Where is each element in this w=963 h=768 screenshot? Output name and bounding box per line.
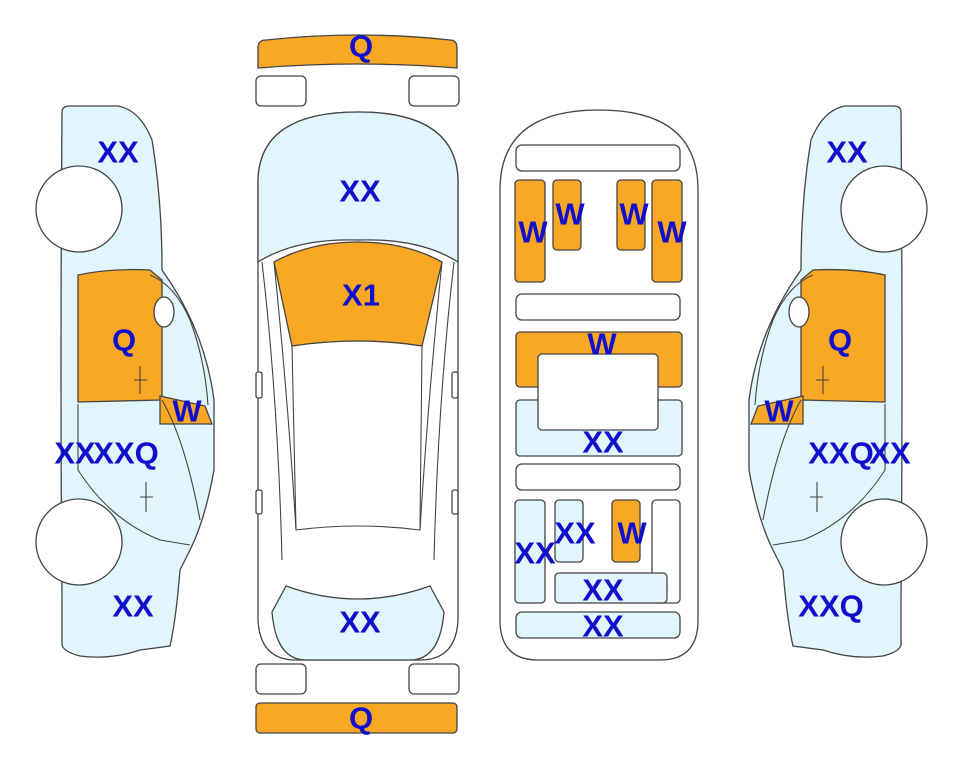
rear-bumper-panel xyxy=(255,702,458,734)
left-window-line xyxy=(149,274,209,406)
left-door-handle-rear xyxy=(140,482,153,512)
left-mirror-glass xyxy=(153,296,175,328)
floor-rear-bar xyxy=(515,463,681,491)
left-handle-top xyxy=(255,489,263,515)
right-handle-top xyxy=(451,489,459,515)
right-side-view xyxy=(748,105,928,658)
left-door-handle-front xyxy=(134,366,147,394)
floor-mid-bar xyxy=(515,293,681,321)
right-door-handle-rear xyxy=(810,482,823,512)
right-door-handle-front xyxy=(816,366,829,394)
underbody-view xyxy=(499,109,699,661)
right-pillar-line xyxy=(762,399,802,521)
trunk-panel xyxy=(271,585,445,661)
right-front-wheel xyxy=(840,165,928,253)
left-front-door-panel xyxy=(77,268,163,403)
left-mirror-top xyxy=(255,371,263,399)
front-left-light xyxy=(255,75,307,107)
top-left-side-line xyxy=(261,261,283,561)
right-mirror-panel xyxy=(750,395,804,425)
left-rear-door-line xyxy=(77,404,191,546)
right-front-door-panel xyxy=(800,268,886,403)
floor-rear-mid xyxy=(554,572,668,604)
floor-front-right-inner xyxy=(616,179,646,251)
floor-rear-right-inner xyxy=(611,499,641,563)
left-mirror-panel xyxy=(159,395,213,425)
floor-rear-left-inner xyxy=(554,499,584,563)
top-view xyxy=(255,34,460,734)
floor-front-left-inner xyxy=(552,179,582,251)
floor-front-bar xyxy=(515,144,681,172)
top-right-inner-line xyxy=(419,261,443,531)
front-right-light xyxy=(408,75,460,107)
floor-center-cutout xyxy=(537,353,659,431)
right-rear-wheel xyxy=(840,498,928,586)
right-mirror-top xyxy=(451,371,459,399)
floor-front-right-rail xyxy=(651,179,683,283)
windshield-panel xyxy=(273,241,443,347)
floor-front-left-rail xyxy=(514,179,546,283)
rear-right-light xyxy=(408,663,460,695)
rear-left-light xyxy=(255,663,307,695)
front-bumper-panel xyxy=(257,34,458,69)
left-front-wheel xyxy=(35,165,123,253)
left-side-view xyxy=(35,105,215,658)
floor-rear-bottom xyxy=(515,611,681,639)
left-rear-wheel xyxy=(35,498,123,586)
left-pillar-line xyxy=(161,399,201,521)
top-right-side-line xyxy=(433,261,455,561)
floor-rear-left-rail xyxy=(514,499,546,604)
hood-panel xyxy=(257,111,459,264)
top-left-inner-line xyxy=(273,261,297,531)
right-mirror-glass xyxy=(788,296,810,328)
right-window-line xyxy=(754,274,814,406)
right-rear-door-line xyxy=(772,404,886,546)
